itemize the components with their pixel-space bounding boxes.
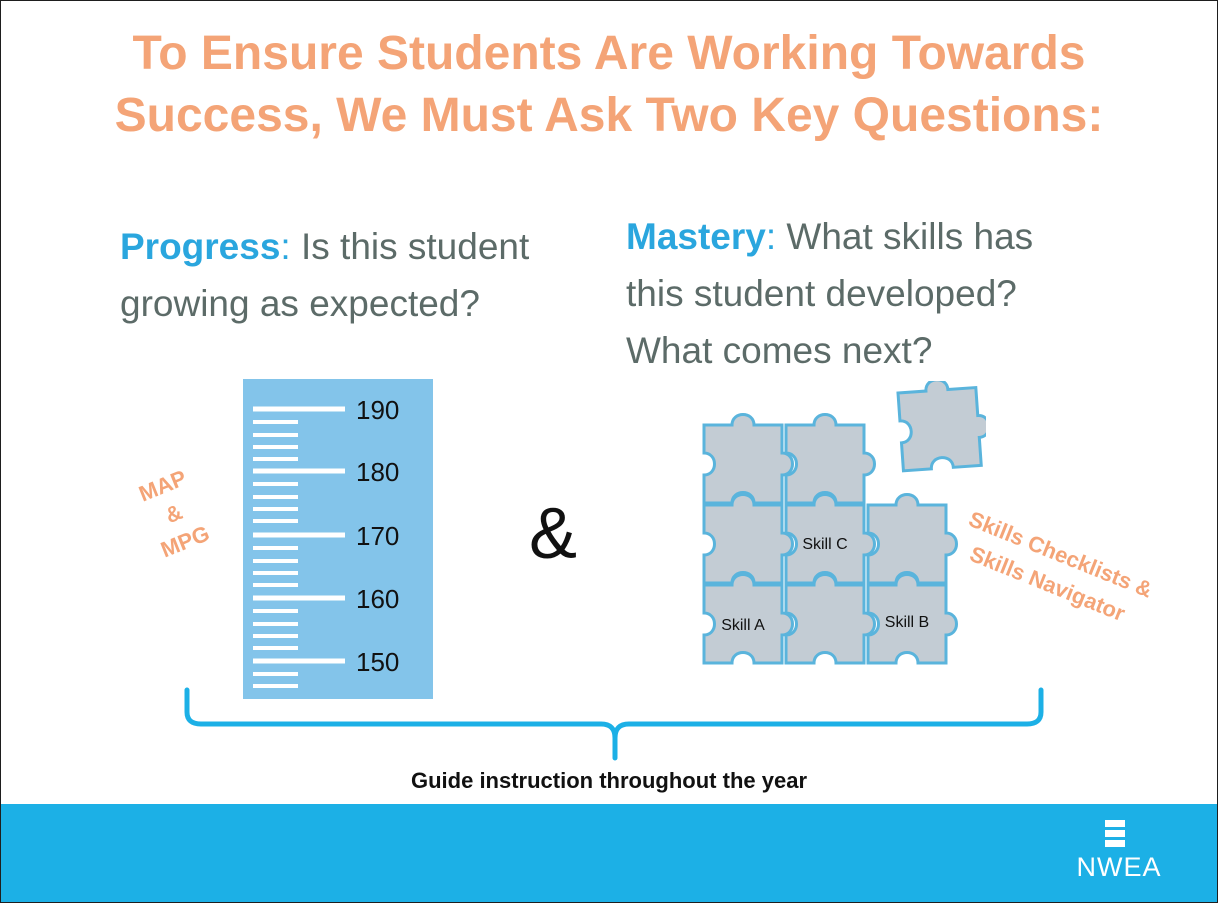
progress-question-line-2: growing as expected?: [120, 283, 480, 324]
minor-ticks: [253, 420, 298, 688]
skill-b-label: Skill B: [885, 614, 929, 631]
progress-colon: :: [280, 226, 291, 267]
tick-label-180: 180: [356, 457, 399, 487]
mastery-question: Mastery: What skills has this student de…: [626, 208, 1146, 379]
major-ticks: [253, 406, 345, 664]
footer-bar: NWEA: [1, 804, 1217, 902]
tick-label-170: 170: [356, 521, 399, 551]
ruler-ticks: 190 180 170 160 150: [253, 395, 399, 688]
mastery-question-line-1: What skills has: [776, 216, 1034, 257]
nwea-logo-icon: [1105, 820, 1125, 847]
skills-checklists-label: Skills Checklists & Skills Navigator: [952, 503, 1198, 652]
title-line-2: Success, We Must Ask Two Key Questions:: [114, 89, 1104, 142]
tick-label-160: 160: [356, 584, 399, 614]
puzzle-piece-r1c2: [784, 413, 876, 505]
progress-question-line-1: Is this student: [290, 226, 530, 267]
nwea-logo-text: NWEA: [1076, 852, 1162, 882]
title-line-1: To Ensure Students Are Working Towards: [132, 27, 1086, 80]
mastery-question-line-3: What comes next?: [626, 330, 933, 371]
progress-keyword: Progress: [120, 226, 281, 267]
tick-label-190: 190: [356, 395, 399, 425]
progress-question: Progress: Is this student growing as exp…: [120, 218, 590, 332]
mastery-keyword: Mastery: [626, 216, 766, 257]
puzzle-piece-r2c1: [702, 493, 794, 585]
skill-c-label: Skill C: [802, 536, 847, 553]
guide-caption: Guide instruction throughout the year: [411, 768, 807, 793]
rit-scale-ruler: 190 180 170 160 150: [243, 379, 433, 699]
puzzle-piece-r2c3: [866, 493, 958, 585]
mastery-question-line-2: this student developed?: [626, 273, 1017, 314]
skill-a-label: Skill A: [721, 617, 765, 634]
puzzle-piece-floating: [895, 381, 986, 473]
puzzle-piece-r3c2: [784, 573, 876, 665]
skills-puzzle: Skill C Skill A Skill B: [702, 381, 986, 665]
mastery-colon: :: [765, 216, 777, 257]
ampersand: &: [529, 494, 578, 574]
puzzle-piece-r1c1: [702, 413, 794, 505]
slide-title: To Ensure Students Are Working Towards S…: [1, 23, 1217, 147]
map-mpg-label: MAP & MPG: [106, 452, 242, 577]
bracket: [184, 687, 1044, 761]
tick-label-150: 150: [356, 647, 399, 677]
